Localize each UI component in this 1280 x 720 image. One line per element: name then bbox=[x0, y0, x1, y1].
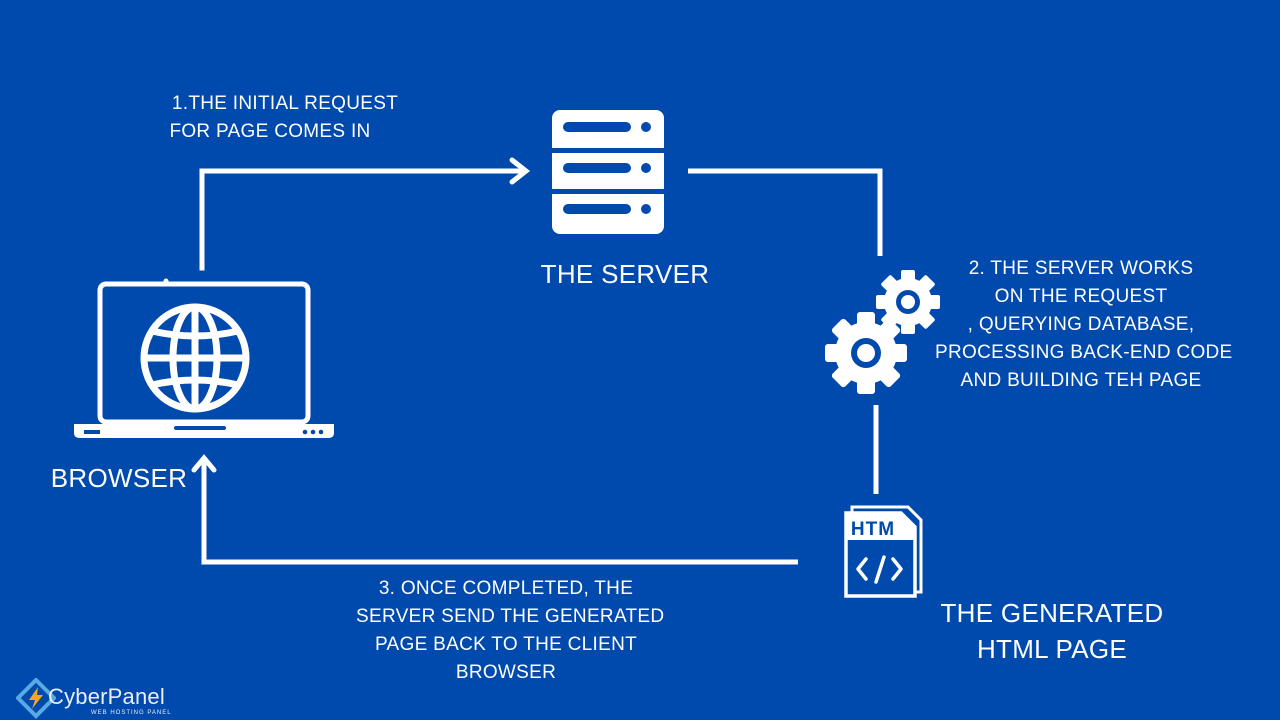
generated-page-label-line: HTML PAGE bbox=[976, 634, 1128, 664]
gears-icon bbox=[825, 270, 940, 394]
step-2-line: ON THE REQUEST bbox=[994, 286, 1168, 307]
step-3-line: PAGE BACK TO THE CLIENT bbox=[374, 634, 638, 655]
brand-name: CyberPanel bbox=[48, 684, 165, 709]
globe-icon bbox=[140, 303, 250, 413]
step-2-text: 2. THE SERVER WORKS ON THE REQUEST , QUE… bbox=[935, 255, 1233, 395]
generated-page-label-line: THE GENERATED bbox=[940, 598, 1164, 628]
generated-page-label: THE GENERATED HTML PAGE bbox=[932, 595, 1172, 667]
step-1-line: FOR PAGE COMES IN bbox=[169, 121, 371, 142]
step-1-line: 1.THE INITIAL REQUEST bbox=[171, 93, 399, 114]
server-label: THE SERVER bbox=[540, 259, 710, 289]
connector-request bbox=[199, 157, 531, 271]
step-2-line: AND BUILDING TEH PAGE bbox=[960, 370, 1202, 391]
server-rack-icon bbox=[552, 110, 664, 234]
step-2-line: PROCESSING BACK-END CODE bbox=[935, 342, 1233, 363]
step-1-text: 1.THE INITIAL REQUEST FOR PAGE COMES IN bbox=[160, 90, 410, 146]
step-3-line: SERVER SEND THE GENERATED bbox=[356, 606, 665, 627]
step-3-text: 3. ONCE COMPLETED, THE SERVER SEND THE G… bbox=[356, 575, 665, 687]
brand-tagline: WEB HOSTING PANEL bbox=[91, 710, 172, 716]
arrowhead-up-icon bbox=[191, 454, 217, 473]
laptop-globe-icon bbox=[74, 278, 334, 438]
browser-label: BROWSER bbox=[50, 463, 188, 493]
html-file-icon: HTM bbox=[844, 505, 923, 598]
cyberpanel-logo-icon bbox=[16, 678, 56, 719]
connector-server-to-processing bbox=[688, 168, 883, 256]
connector-response bbox=[191, 454, 798, 565]
step-2-line: 2. THE SERVER WORKS bbox=[968, 258, 1194, 279]
step-3-line: 3. ONCE COMPLETED, THE bbox=[378, 578, 634, 599]
step-3-line: BROWSER bbox=[455, 662, 557, 683]
step-2-line: , QUERYING DATABASE, bbox=[967, 314, 1195, 335]
code-brackets-icon bbox=[856, 555, 903, 584]
arrowhead-right-icon bbox=[509, 157, 531, 185]
html-file-icon-text: HTM bbox=[851, 519, 895, 540]
